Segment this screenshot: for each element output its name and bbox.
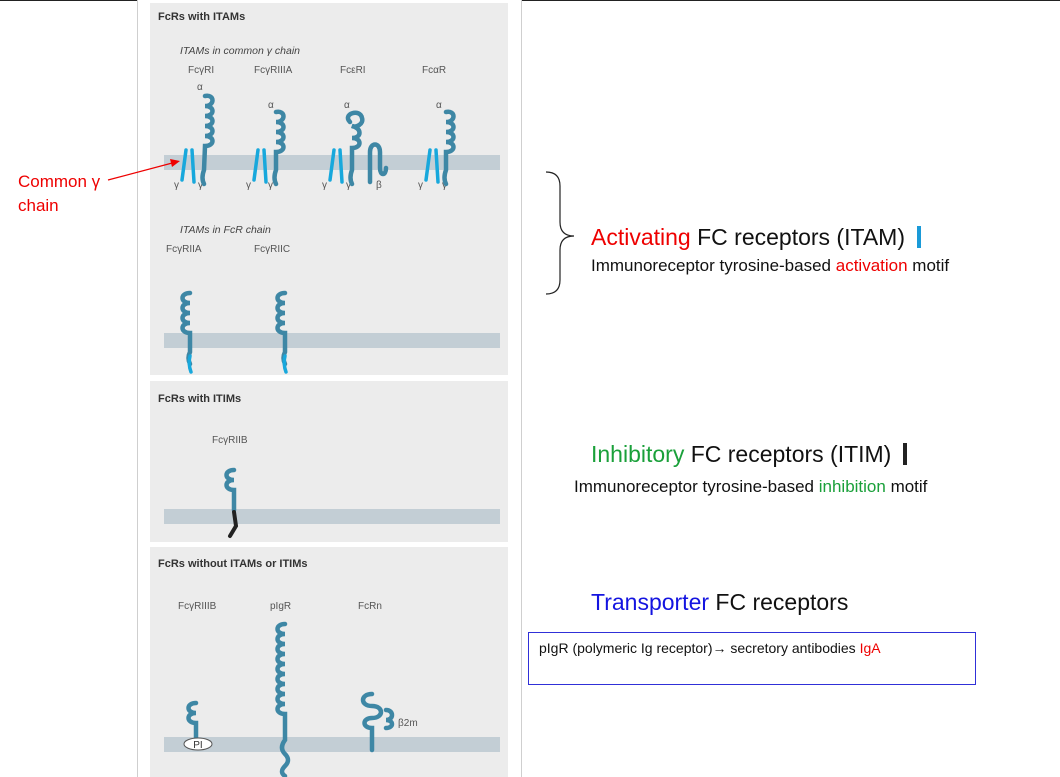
annotation-arrow bbox=[107, 161, 177, 181]
itam-fcr-subtitle: ITAMs in FcR chain bbox=[180, 224, 271, 236]
alpha-label: α bbox=[197, 82, 203, 93]
top-border-line bbox=[0, 0, 1060, 1]
gamma-chain bbox=[424, 148, 432, 182]
inhibitory-sub-suffix: motif bbox=[885, 477, 928, 496]
receptor-label-fcar: FcαR bbox=[422, 65, 447, 76]
annotation-line1: Common γ bbox=[18, 172, 101, 191]
gamma-label: γ bbox=[418, 180, 423, 191]
receptor-label-fcgriic: FcγRIIC bbox=[254, 244, 291, 255]
fcrn-chain bbox=[360, 691, 384, 753]
activating-sub-keyword: activation bbox=[835, 256, 908, 275]
plasma-membrane bbox=[164, 509, 500, 524]
receptor-label-pigr: pIgR bbox=[270, 601, 292, 612]
gamma-chain bbox=[190, 148, 196, 184]
itam-common-subtitle: ITAMs in common γ chain bbox=[180, 45, 301, 57]
no-motif-panel-title: FcRs without ITAMs or ITIMs bbox=[158, 558, 308, 570]
transporter-heading: Transporter FC receptors bbox=[591, 589, 848, 616]
inhibitory-sub-prefix: Immunoreceptor tyrosine-based bbox=[574, 477, 819, 496]
activating-rest: FC receptors (ITAM) bbox=[690, 224, 905, 250]
activating-sub-suffix: motif bbox=[907, 256, 950, 275]
inhibitory-rest: FC receptors (ITIM) bbox=[684, 441, 892, 467]
gamma-chain bbox=[262, 148, 268, 184]
receptor-label-fcgriiib: FcγRIIIB bbox=[178, 601, 217, 612]
receptor-label-fceri: FcεRI bbox=[340, 65, 366, 76]
common-gamma-annotation: Common γ chain bbox=[18, 170, 100, 218]
inhibitory-heading: Inhibitory FC receptors (ITIM) bbox=[591, 441, 908, 468]
fcgriiib-chain bbox=[186, 700, 199, 741]
itam-segment bbox=[282, 354, 288, 374]
gamma-label: γ bbox=[346, 180, 351, 191]
plasma-membrane bbox=[164, 333, 500, 348]
itam-segment bbox=[187, 354, 193, 374]
fcgri-alpha-chain bbox=[200, 93, 215, 187]
activating-keyword: Activating bbox=[591, 224, 691, 250]
curly-brace bbox=[545, 171, 575, 295]
alpha-label: α bbox=[344, 100, 350, 111]
gamma-label: γ bbox=[198, 180, 203, 191]
pi-label: PI bbox=[193, 740, 202, 751]
pigr-chain bbox=[275, 621, 291, 777]
transporter-rest: FC receptors bbox=[709, 589, 849, 615]
pi-anchor bbox=[183, 737, 213, 751]
activating-sub-prefix: Immunoreceptor tyrosine-based bbox=[591, 256, 836, 275]
inhibitory-marker bbox=[903, 443, 908, 465]
receptor-label-fcrn: FcRn bbox=[358, 601, 382, 612]
beta-label: β bbox=[376, 180, 382, 191]
gamma-label: γ bbox=[268, 180, 273, 191]
fceri-beta-chain bbox=[367, 142, 389, 185]
gamma-chain bbox=[328, 148, 336, 182]
fcgriic-chain bbox=[275, 290, 288, 367]
fcar-alpha-chain bbox=[442, 109, 456, 187]
itam-panel: FcRs with ITAMs ITAMs in common γ chain … bbox=[150, 3, 508, 375]
gamma-label: γ bbox=[246, 180, 251, 191]
activating-subline: Immunoreceptor tyrosine-based activation… bbox=[591, 256, 949, 276]
receptor-label-fcgriiia: FcγRIIIA bbox=[254, 65, 293, 76]
alpha-label: α bbox=[436, 100, 442, 111]
itim-panel-title: FcRs with ITIMs bbox=[158, 393, 242, 405]
gamma-label: γ bbox=[174, 180, 179, 191]
gamma-chain bbox=[252, 148, 260, 182]
receptor-label-fcgri: FcγRI bbox=[188, 65, 215, 76]
gamma-chain bbox=[338, 148, 344, 184]
activating-heading: Activating FC receptors (ITAM) bbox=[591, 224, 921, 251]
pigr-note-text: pIgR (polymeric Ig receptor)→ secretory … bbox=[539, 640, 860, 656]
activating-marker bbox=[916, 226, 921, 248]
gamma-chain bbox=[434, 148, 440, 184]
iga-keyword: IgA bbox=[859, 640, 881, 656]
fcgriia-chain bbox=[180, 290, 193, 367]
plasma-membrane bbox=[164, 737, 500, 752]
itam-panel-title: FcRs with ITAMs bbox=[158, 11, 246, 23]
annotation-arrowhead bbox=[170, 159, 180, 167]
receptor-label-fcgriia: FcγRIIA bbox=[166, 244, 202, 255]
fcgriib-chain bbox=[224, 467, 237, 513]
b2m-domain bbox=[383, 707, 395, 731]
inhibitory-keyword: Inhibitory bbox=[591, 441, 685, 467]
alpha-label: α bbox=[268, 100, 274, 111]
annotation-line2: chain bbox=[18, 196, 59, 215]
gamma-label: γ bbox=[322, 180, 327, 191]
receptor-label-fcgriib: FcγRIIB bbox=[212, 435, 248, 446]
inhibitory-subline: Immunoreceptor tyrosine-based inhibition… bbox=[574, 477, 927, 497]
gamma-chain bbox=[180, 148, 188, 182]
pigr-note-box: pIgR (polymeric Ig receptor)→ secretory … bbox=[528, 632, 976, 685]
inhibitory-sub-keyword: inhibition bbox=[818, 477, 886, 496]
fcgriiia-alpha-chain bbox=[272, 109, 286, 187]
itim-segment bbox=[228, 510, 239, 538]
transporter-keyword: Transporter bbox=[591, 589, 710, 615]
fceri-alpha-chain bbox=[345, 110, 365, 187]
b2m-label: β2m bbox=[398, 718, 418, 729]
